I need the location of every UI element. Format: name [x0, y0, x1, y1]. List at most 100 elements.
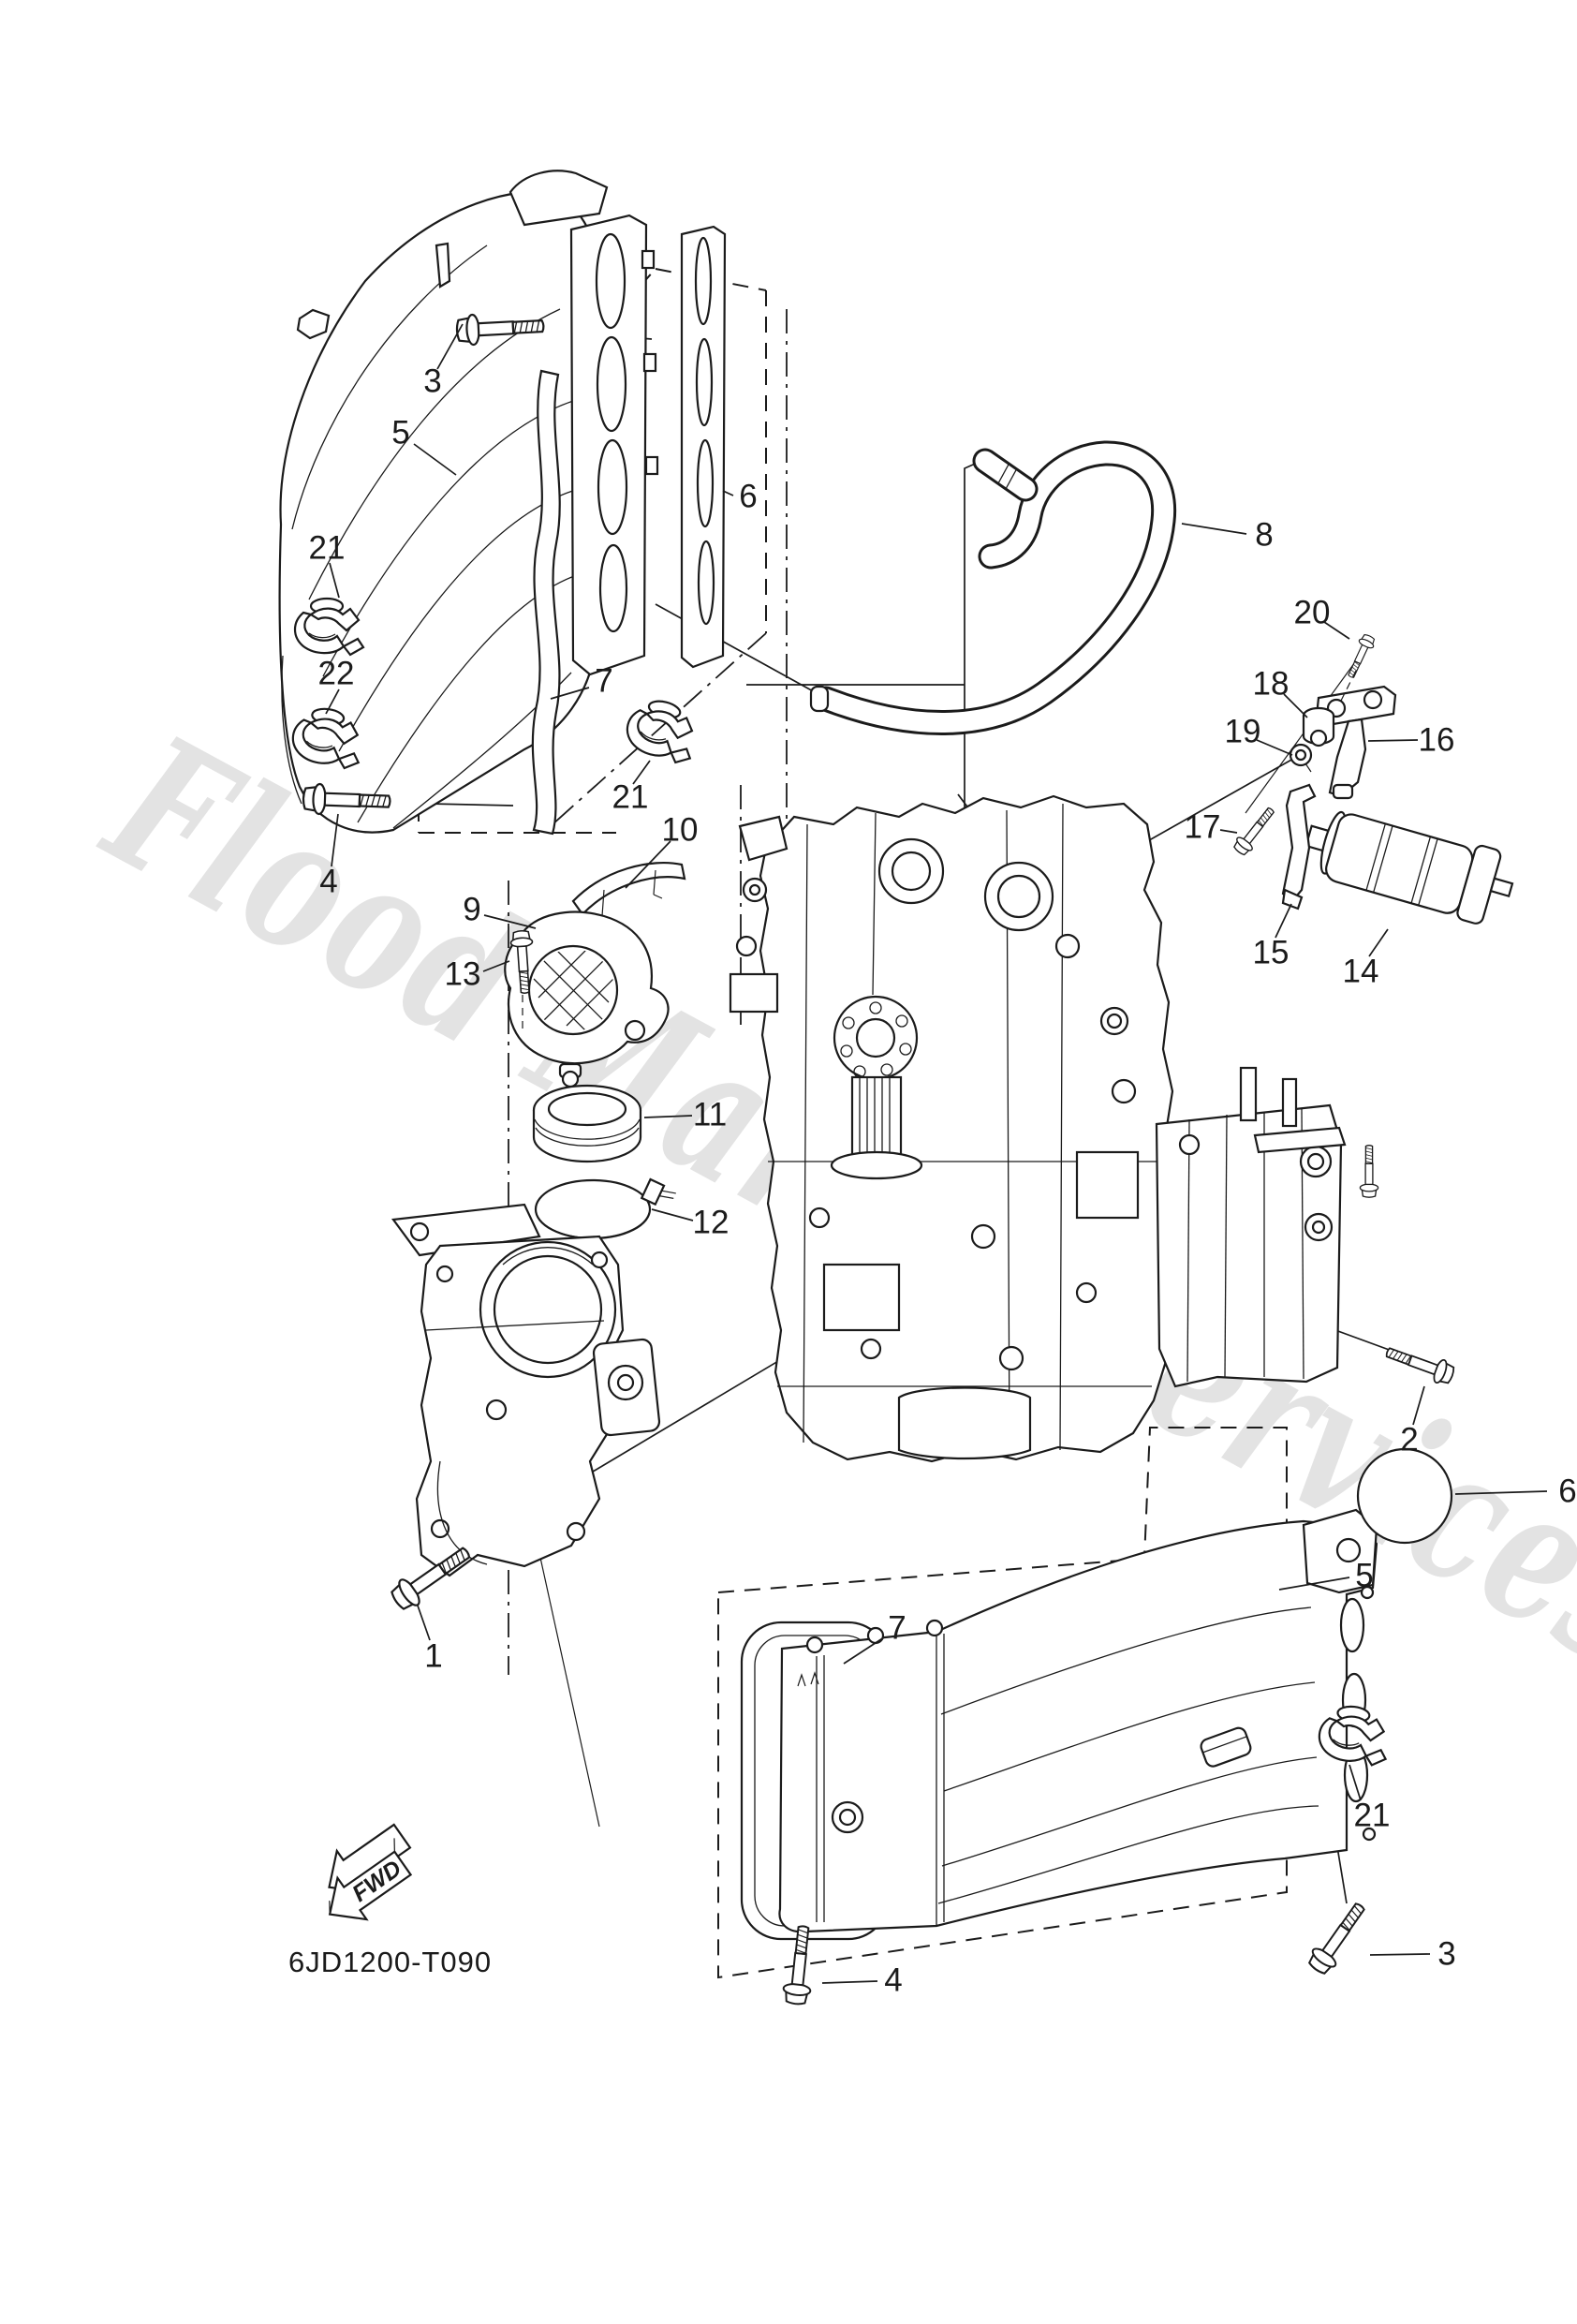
upper-intake-manifold-drawing: [278, 170, 727, 836]
callout-leader-line: [722, 490, 734, 496]
callout-number: 4: [319, 864, 337, 900]
callout-4: 4: [821, 1962, 903, 1999]
callout-leader-line: [821, 1980, 878, 1984]
callout-5: 5: [1278, 1558, 1374, 1594]
callout-leader-line: [843, 1636, 885, 1665]
callout-leader-line: [643, 1115, 693, 1118]
callout-7: 7: [843, 1610, 906, 1665]
engine-block-drawing: [729, 794, 1174, 1463]
callout-leader-line: [325, 688, 340, 715]
callout-leader-line: [1349, 1764, 1362, 1801]
grommet-18: [1302, 706, 1335, 748]
callout-number: 8: [1255, 517, 1273, 554]
callout-3: 3: [423, 323, 464, 400]
stud-bolt: [1359, 1145, 1379, 1198]
callout-leader-line: [632, 760, 651, 785]
callout-leader-line: [1256, 739, 1293, 756]
callout-9: 9: [463, 892, 537, 929]
callout-number: 2: [1400, 1422, 1418, 1458]
callout-leader-line: [651, 1208, 694, 1221]
callout-leader-line: [1278, 1576, 1350, 1591]
fuel-filter-14: [1304, 810, 1514, 925]
callout-18: 18: [1253, 666, 1308, 718]
callout-leader-line: [417, 1605, 431, 1641]
callout-21: 21: [1349, 1764, 1391, 1834]
callout-leader-line: [1283, 693, 1308, 718]
screw-20-centerline: [1340, 670, 1357, 702]
hose-bracket-16: [1315, 685, 1397, 800]
callout-number: 11: [693, 1097, 727, 1133]
callout-number: 21: [309, 530, 346, 567]
callout-16: 16: [1367, 722, 1455, 759]
fwd-arrow-icon: FWD: [328, 1823, 413, 1921]
callout-number: 18: [1253, 666, 1290, 703]
callout-12: 12: [651, 1205, 730, 1241]
intake-joint-ring-11: [532, 1084, 642, 1163]
callout-number: 16: [1419, 722, 1455, 759]
drawing-code: 6JD1200-T090: [288, 1946, 492, 1978]
callout-21: 21: [309, 530, 346, 599]
callout-number: 1: [424, 1638, 442, 1675]
callout-number: 15: [1253, 935, 1290, 971]
callout-17: 17: [1185, 809, 1238, 846]
callout-2: 2: [1400, 1385, 1425, 1458]
callout-leader-line: [482, 960, 510, 972]
callout-number: 6: [1558, 1473, 1576, 1510]
callout-leader-line: [1454, 1490, 1548, 1495]
silencer-handle-10: [571, 861, 686, 921]
callout-number: 14: [1343, 954, 1379, 990]
joint-pin-19: [1289, 743, 1313, 773]
callout-leader-line: [1412, 1385, 1425, 1426]
callout-number: 4: [884, 1962, 902, 1999]
callout-number: 7: [888, 1610, 906, 1647]
callout-8: 8: [1181, 517, 1274, 554]
callout-11: 11: [643, 1097, 727, 1133]
callout-20: 20: [1294, 595, 1350, 640]
callout-6: 6: [1454, 1473, 1577, 1510]
callout-leader-line: [1369, 1953, 1431, 1956]
callout-number: 22: [318, 656, 355, 692]
callout-number: 10: [662, 812, 699, 849]
callout-4: 4: [319, 813, 339, 900]
band-clamp-12: [534, 1177, 676, 1240]
callout-leader-line: [436, 323, 464, 370]
bolt-17: [1231, 803, 1280, 859]
breather-hose-drawing: [809, 440, 1177, 735]
callout-13: 13: [445, 956, 510, 993]
callout-1: 1: [417, 1605, 443, 1675]
silencer-cover-9: [504, 910, 670, 1088]
callout-19: 19: [1225, 714, 1293, 756]
filter-bracket-15: [1281, 783, 1317, 910]
callout-leader-line: [1367, 739, 1419, 742]
seal-ring-6-lower: [1356, 1447, 1453, 1545]
callout-leader-line: [329, 562, 340, 599]
callout-number: 17: [1185, 809, 1221, 846]
callout-number: 3: [1437, 1936, 1455, 1973]
callout-14: 14: [1343, 928, 1389, 990]
callout-leader-line: [1275, 903, 1292, 939]
callout-leader-line: [1323, 621, 1350, 640]
callout-number: 6: [739, 479, 757, 515]
callout-leader-line: [483, 914, 537, 929]
callout-number: 7: [595, 663, 612, 700]
callout-6: 6: [722, 479, 758, 515]
callout-number: 5: [1355, 1558, 1373, 1594]
callout-number: 19: [1225, 714, 1261, 750]
callout-leader-line: [1181, 523, 1247, 535]
callout-leader-line: [625, 840, 671, 889]
callout-10: 10: [625, 812, 699, 889]
callout-15: 15: [1253, 903, 1292, 971]
callout-7: 7: [550, 663, 613, 700]
bolt-3-lower: [1304, 1897, 1373, 1978]
screw-20: [1343, 631, 1378, 681]
callout-number: 21: [1354, 1798, 1391, 1834]
callout-3: 3: [1369, 1936, 1456, 1973]
engine-side-bracket-unit: [1155, 1066, 1347, 1388]
throttle-body-drawing: [391, 1203, 661, 1577]
callout-22: 22: [318, 656, 355, 715]
callout-number: 12: [693, 1205, 730, 1241]
callout-leader-line: [1368, 928, 1389, 957]
callout-number: 13: [445, 956, 481, 993]
